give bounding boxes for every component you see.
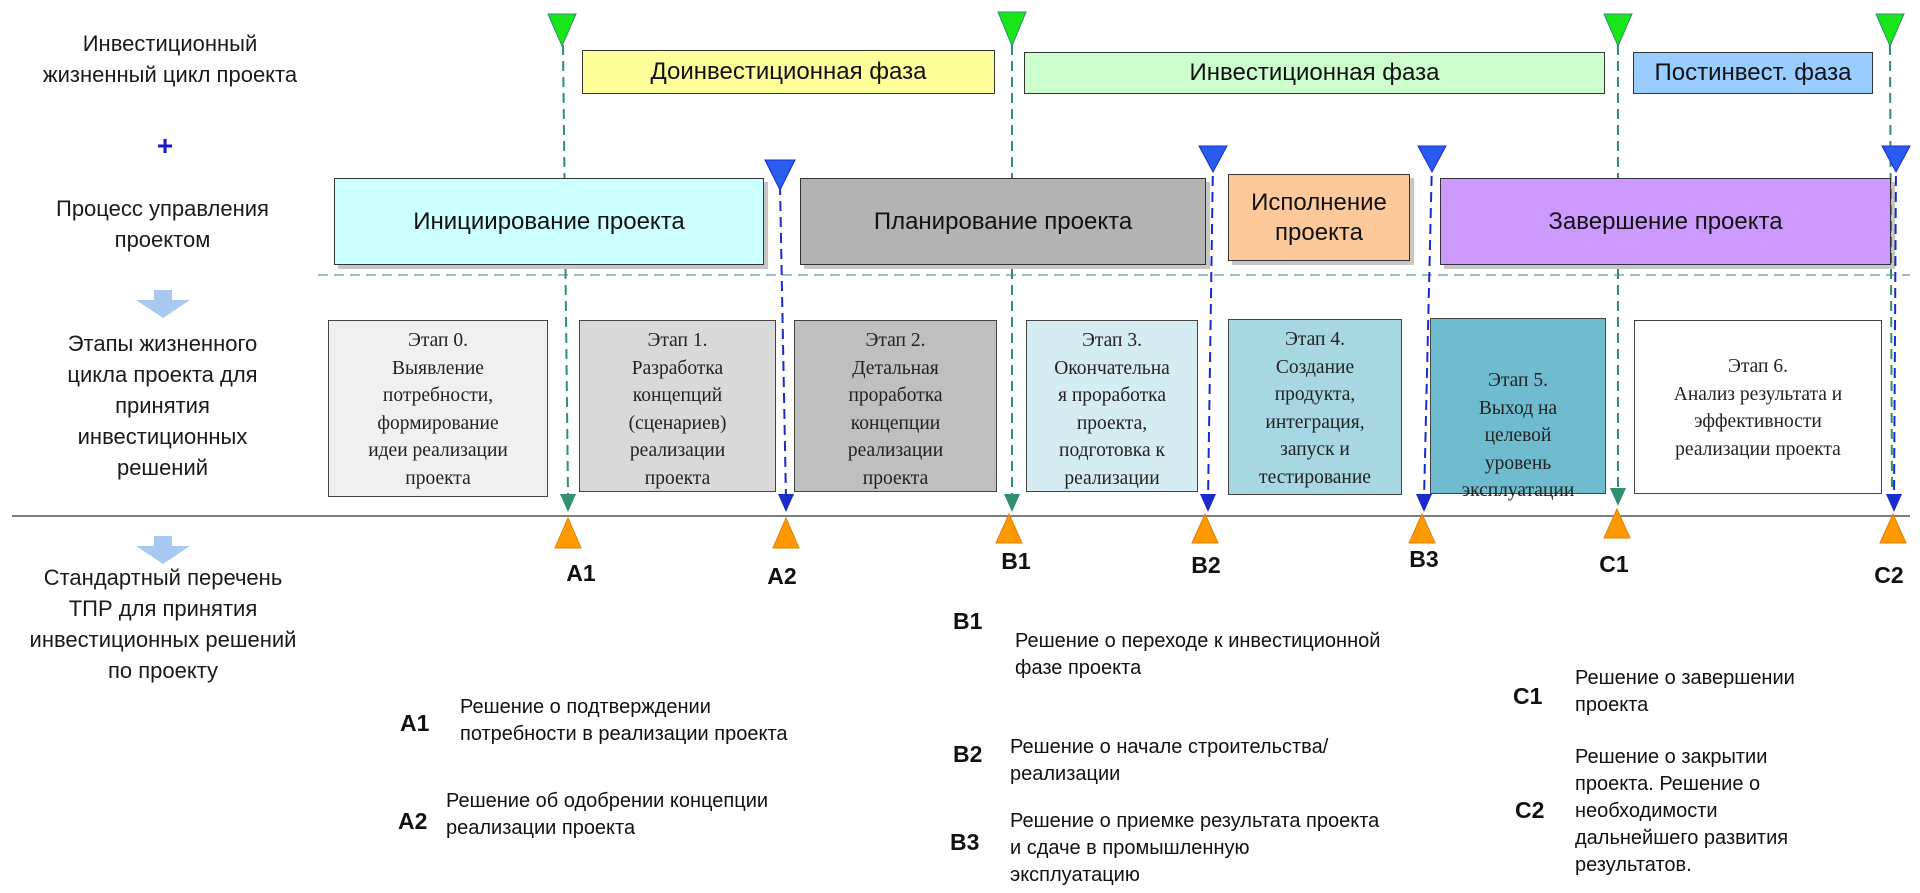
stages-label: Этапы жизненного цикла проекта для приня… <box>67 331 258 480</box>
decision-code-a2: A2 <box>398 808 428 834</box>
stage-title: Этап 1. <box>647 330 708 351</box>
decision-text-c1: Решение о завершении проекта <box>1575 667 1795 716</box>
stage-0: Этап 0. Выявление потребности, формирова… <box>328 320 548 497</box>
process-line-b3 <box>1423 159 1433 501</box>
orange-milestone-icon <box>1191 512 1219 544</box>
decision-text-a1: Решение о подтверждении потребности в ре… <box>460 696 788 745</box>
process-completion: Завершение проекта <box>1440 178 1891 265</box>
phase-label: Постинвест. фаза <box>1654 59 1852 86</box>
phase-investment: Инвестиционная фаза <box>1024 52 1605 94</box>
down-arrow-icon <box>136 536 190 564</box>
blue-arrowhead-icon <box>1886 494 1902 512</box>
process-planning: Планирование проекта <box>800 178 1206 265</box>
phase-line-c2 <box>1889 44 1893 491</box>
green-marker-icon <box>997 11 1027 48</box>
decision-code-b3: B3 <box>950 829 980 855</box>
decision-code-a1: A1 <box>400 710 430 736</box>
orange-milestone-icon <box>1879 512 1907 544</box>
stage-description: Окончательна я проработка проекта, подго… <box>1054 357 1170 489</box>
decision-text-b3: Решение о приемке результата проекта и с… <box>1010 810 1380 886</box>
stage-description: Выявление потребности, формирование идеи… <box>368 357 508 489</box>
green-marker-icon <box>547 13 577 48</box>
phase-post-investment: Постинвест. фаза <box>1633 52 1873 94</box>
blue-arrowhead-icon <box>1200 494 1216 512</box>
green-marker-icon <box>1603 13 1633 48</box>
orange-milestone-icon <box>554 516 582 549</box>
orange-milestone-icon <box>772 516 800 549</box>
decision-text-b1: Решение о переходе к инвестиционной фазе… <box>1015 630 1381 679</box>
milestone-b2: B2 <box>1191 552 1221 578</box>
stage-6: Этап 6. Анализ результата и эффективност… <box>1634 320 1882 494</box>
milestone-a2: A2 <box>767 563 797 589</box>
stage-description: Разработка концепций (сценариев) реализа… <box>628 357 727 489</box>
stage-2: Этап 2. Детальная проработка концепции р… <box>794 320 997 492</box>
stage-1: Этап 1. Разработка концепций (сценариев)… <box>579 320 776 492</box>
milestone-a1: A1 <box>566 560 596 586</box>
process-line-b2 <box>1207 159 1214 501</box>
stage-4: Этап 4. Создание продукта, интеграция, з… <box>1228 319 1402 495</box>
stage-title: Этап 0. <box>408 330 468 351</box>
down-arrow-icon <box>136 290 190 318</box>
decision-text-b2: Решение о начале строительства/ реализац… <box>1010 736 1329 785</box>
decision-code-b2: B2 <box>953 741 983 767</box>
process-initiation: Инициирование проекта <box>334 178 764 265</box>
process-execution: Исполнение проекта <box>1228 174 1410 261</box>
phase-label: Доинвестиционная фаза <box>650 58 927 85</box>
green-arrowhead-icon <box>560 494 576 512</box>
decisions-label: Стандартный перечень ТПР для принятия ин… <box>29 565 297 683</box>
blue-marker-icon <box>1881 145 1911 174</box>
blue-marker-icon <box>1417 145 1447 174</box>
stage-description: Анализ результата и эффективности реализ… <box>1673 383 1843 460</box>
lifecycle-label: Инвестиционный жизненный цикл проекта <box>42 31 298 87</box>
process-label: Планирование проекта <box>873 207 1133 235</box>
stage-3: Этап 3. Окончательна я проработка проект… <box>1026 320 1198 492</box>
process-label: Завершение проекта <box>1548 207 1783 235</box>
orange-milestone-icon <box>1408 512 1436 544</box>
process-line-c2b <box>1893 159 1897 501</box>
decision-code-b1: B1 <box>953 608 983 634</box>
blue-arrowhead-icon <box>778 494 794 512</box>
milestone-c1: C1 <box>1599 551 1629 577</box>
milestone-c2: C2 <box>1874 562 1904 588</box>
milestone-b3: B3 <box>1409 546 1439 572</box>
phase-label: Инвестиционная фаза <box>1189 59 1440 86</box>
stage-title: Этап 6. <box>1728 356 1788 377</box>
orange-milestone-icon <box>995 512 1023 544</box>
stage-title: Этап 3. <box>1082 330 1142 351</box>
decision-text-a2: Решение об одобрении концепции реализаци… <box>446 790 769 839</box>
blue-marker-icon <box>1198 145 1228 174</box>
blue-marker-icon <box>764 159 796 192</box>
decision-text-c2: Решение о закрытии проекта. Решение о не… <box>1575 746 1789 876</box>
phase-line-a1 <box>562 44 569 496</box>
stage-description: Детальная проработка концепции реализаци… <box>847 357 944 489</box>
milestone-b1: B1 <box>1001 548 1031 574</box>
plus-sign: + <box>156 130 174 161</box>
green-arrowhead-icon <box>1004 494 1020 512</box>
green-arrowhead-icon <box>1610 488 1626 506</box>
stage-description: Создание продукта, интеграция, запуск и … <box>1259 356 1371 488</box>
process-label: Инициирование проекта <box>413 207 685 235</box>
blue-arrowhead-icon <box>1416 494 1432 512</box>
green-marker-icon <box>1875 13 1905 48</box>
stage-title: Этап 4. <box>1285 329 1345 350</box>
process-label: Процесс управления проектом <box>56 196 269 252</box>
process-line-a2 <box>779 184 787 501</box>
phase-pre-investment: Доинвестиционная фаза <box>582 50 995 94</box>
orange-milestone-icon <box>1603 507 1631 539</box>
decision-code-c2: C2 <box>1515 797 1545 823</box>
stage-title: Этап 2. <box>865 330 926 351</box>
stage-title: Этап 5. <box>1488 370 1548 391</box>
stage-5: Этап 5. Выход на целевой уровень эксплуа… <box>1430 318 1606 501</box>
decision-code-c1: C1 <box>1513 683 1543 709</box>
process-label: Исполнение проекта <box>1251 188 1387 246</box>
stage-description: Выход на целевой уровень эксплуатации <box>1461 397 1575 502</box>
